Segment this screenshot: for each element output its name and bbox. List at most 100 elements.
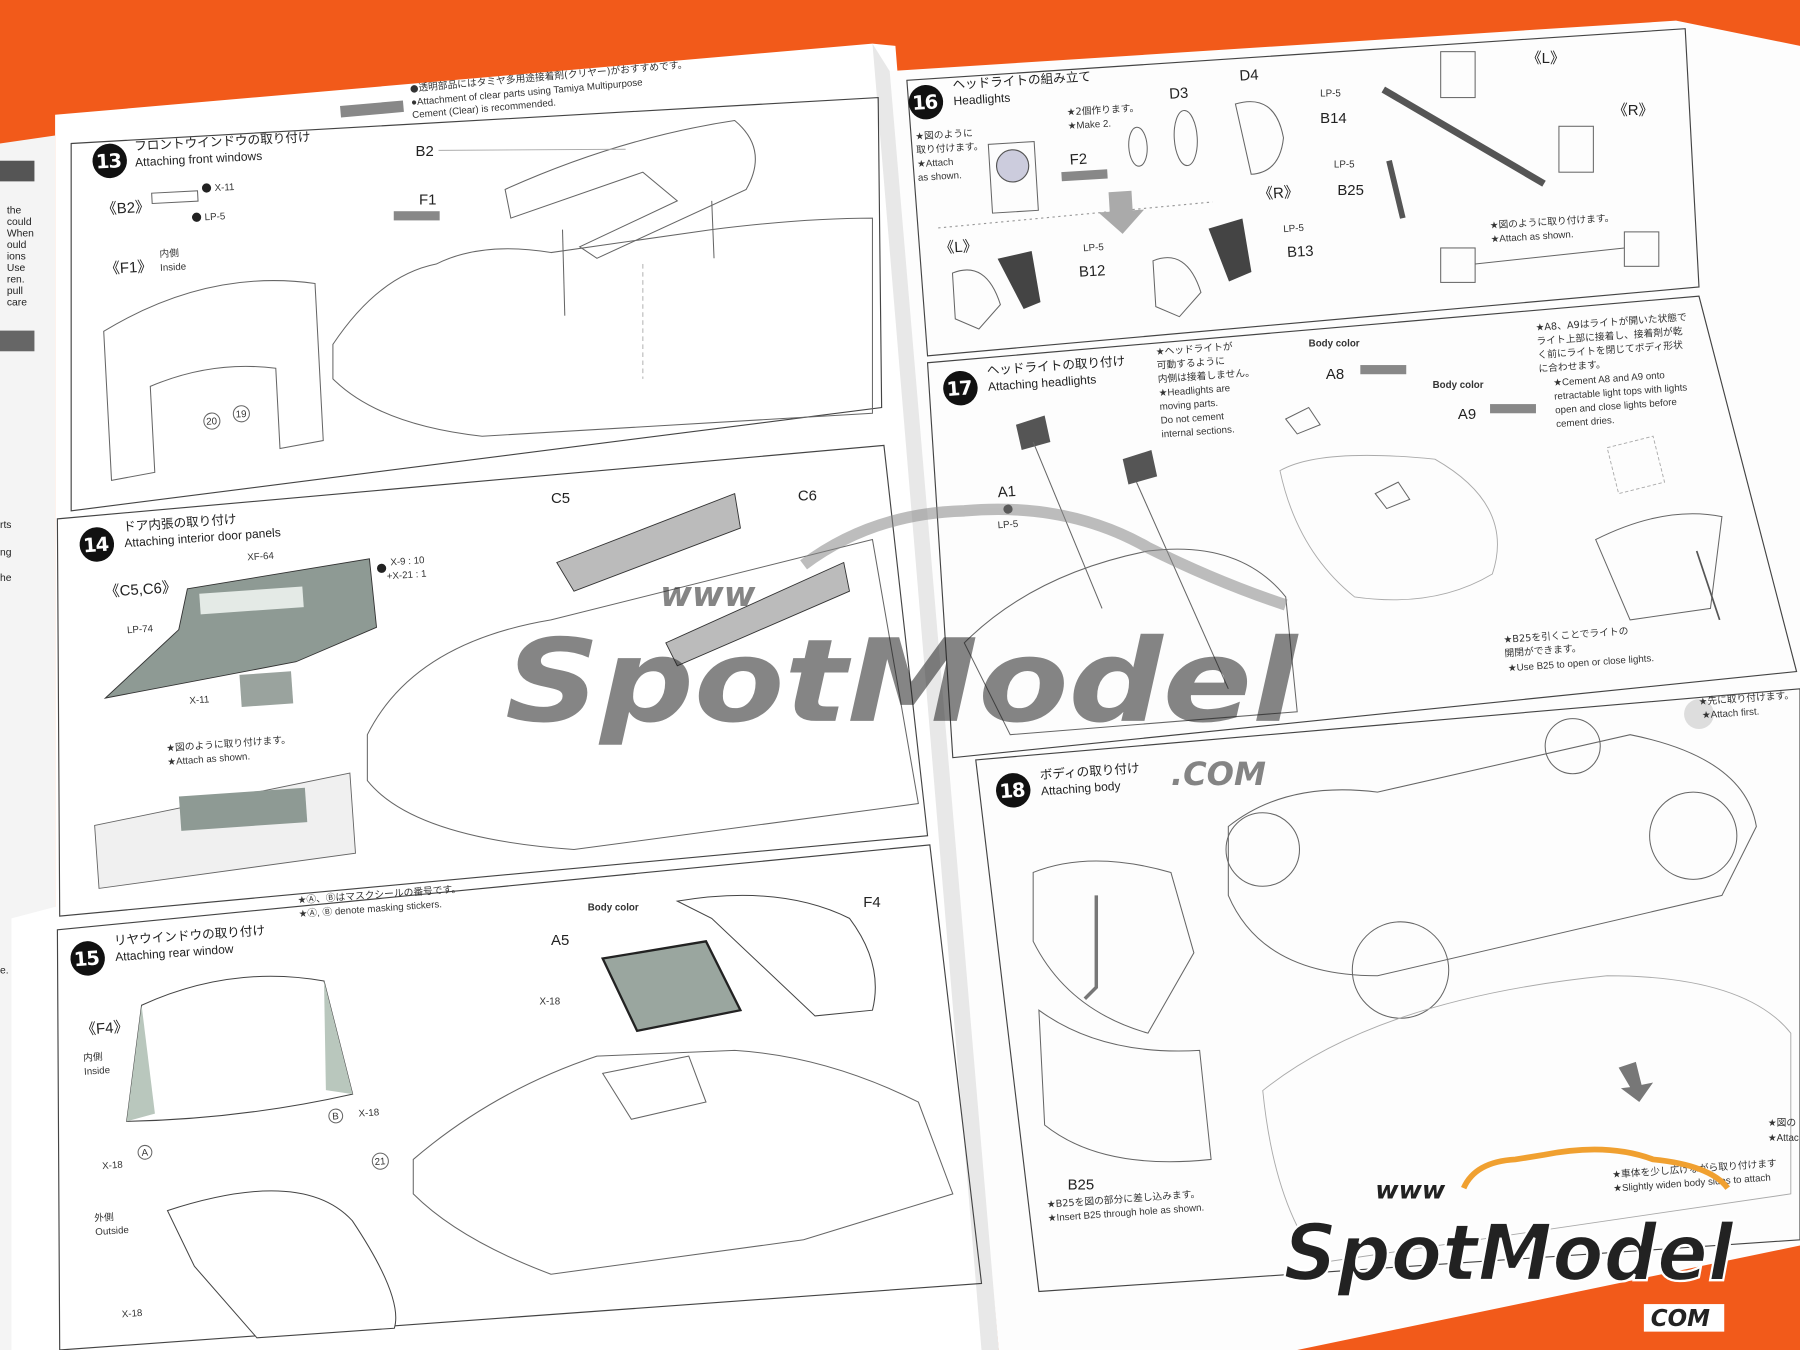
edge-text: Use <box>7 263 26 274</box>
step-number-badge <box>92 143 127 179</box>
wheel-drawing <box>1649 791 1738 880</box>
part-label-a5: A5 <box>551 932 569 949</box>
step-17-panel <box>926 295 1798 759</box>
f2-lens-drawing <box>1128 126 1148 167</box>
note-en: ★Make 2. <box>1067 119 1111 133</box>
arrow-down-icon <box>1618 1061 1654 1103</box>
note-en: ★Attac <box>1768 1133 1799 1144</box>
logo-www: www <box>1375 1175 1446 1204</box>
part-label-a8: A8 <box>1326 366 1344 383</box>
mask-number: 19 <box>235 409 246 421</box>
paint-code: LP-5 <box>1334 160 1355 171</box>
f1-window-drawing <box>103 280 324 481</box>
edge-text: ould <box>7 240 27 251</box>
part-label-a1: A1 <box>997 483 1016 501</box>
door-panel-trim <box>199 586 304 615</box>
note-en: internal sections. <box>1161 424 1235 440</box>
note-en: Do not cement <box>1160 411 1224 426</box>
cement-tube-icon <box>1061 169 1108 182</box>
paint-code: LP-5 <box>204 211 226 223</box>
step-16-panel <box>906 28 1700 357</box>
note-jp: ★2個作ります。 <box>1066 101 1139 118</box>
body-color-label: Body color <box>1433 380 1484 391</box>
d3-drawing <box>1173 110 1198 167</box>
b13-bracket-drawing <box>1208 218 1252 282</box>
step-number: 18 <box>999 778 1026 803</box>
a5-panel-drawing <box>600 940 743 1033</box>
part-label-a9: A9 <box>1458 406 1476 423</box>
right-page <box>889 20 1800 1350</box>
mask-number: 21 <box>374 1156 386 1168</box>
b25-rod-drawing <box>1083 895 1099 1000</box>
step-title-en: Attaching body <box>1040 779 1120 799</box>
part-label: 《F4》 <box>81 1019 129 1039</box>
step-title-jp: ボディの取り付け <box>1039 760 1140 782</box>
note-en: ★Headlights are <box>1158 383 1230 399</box>
handle-detail-drawing <box>239 671 294 707</box>
note-en: as shown. <box>918 170 962 184</box>
body-color-label: Body color <box>1309 339 1360 350</box>
edge-text: the <box>7 206 22 217</box>
paint-code: LP-5 <box>1283 223 1305 235</box>
paint-dot-icon <box>201 183 212 193</box>
part-label: 《C5,C6》 <box>104 579 177 601</box>
paint-code: X-18 <box>358 1107 379 1119</box>
paint-code: XF-64 <box>247 551 275 564</box>
step-18: 18 ボディの取り付け Attaching body <box>996 760 1140 808</box>
mask-sticker-icon <box>328 1108 344 1124</box>
step-title-en: Headlights <box>953 91 1011 108</box>
part-label-c6: C6 <box>798 488 817 505</box>
cement-tube-icon <box>1360 365 1407 375</box>
cement-tube-icon <box>1490 404 1536 414</box>
headlight-unit-r <box>1558 125 1594 173</box>
part-label: 《B2》 <box>101 199 150 218</box>
arrow-down-icon <box>1098 190 1145 234</box>
step-14-panel <box>56 444 929 917</box>
previous-page-dark-strip <box>0 160 35 182</box>
paint-code: LP-5 <box>1083 242 1105 254</box>
mask-sticker-icon <box>371 1152 389 1170</box>
note-en: moving parts. <box>1159 398 1218 413</box>
step-number: 16 <box>911 90 938 115</box>
spotmodel-watermark: www SpotModel .COM <box>505 503 1299 793</box>
note-jp: ★図の <box>1768 1117 1796 1129</box>
edge-text: rts <box>0 520 11 531</box>
part-label-f2: F2 <box>1069 151 1087 169</box>
edge-text: e. <box>0 965 9 976</box>
part-label-b25: B25 <box>1337 182 1364 199</box>
outside-label-jp: 外側 <box>94 1210 115 1224</box>
watermark-www: www <box>660 575 756 615</box>
step-16: 16 ヘッドライトの組み立て Headlights ★図のように 取り付けます。… <box>908 67 1314 330</box>
f4-rear-window-outside-drawing <box>166 1190 397 1339</box>
step-number-badge <box>943 370 978 406</box>
step-number: 14 <box>82 533 109 558</box>
headlight-front-view <box>987 141 1039 214</box>
edge-text: When <box>7 228 34 239</box>
paint-code: X-11 <box>214 182 234 194</box>
mask-sticker-icon <box>203 412 221 430</box>
step-number-badge <box>79 527 115 562</box>
edge-text: care <box>7 297 27 308</box>
step-15-panel <box>56 844 983 1350</box>
part-label-b2: B2 <box>416 143 434 160</box>
step-14-car-drawing: C5 C6 <box>366 488 919 851</box>
part-label-f1: F1 <box>419 191 436 208</box>
logo-com: COM <box>1651 1306 1710 1332</box>
edge-text: ng <box>0 548 12 559</box>
watermark-car-outline <box>800 503 1288 611</box>
wheel-drawing <box>1544 718 1601 775</box>
note-en: ★Attach <box>917 157 954 170</box>
side-label-left: 《L》 <box>939 238 978 257</box>
inside-label-en: Inside <box>84 1065 111 1078</box>
part-label-b12: B12 <box>1078 262 1106 281</box>
note-jp: ★図のように <box>915 127 973 142</box>
part-label-f4: F4 <box>863 894 880 911</box>
step-number: 17 <box>946 376 973 401</box>
edge-text: ren. <box>7 274 25 285</box>
part-label-d4: D4 <box>1239 67 1259 85</box>
step-number-badge <box>996 773 1031 808</box>
part-label-d3: D3 <box>1169 85 1189 103</box>
step-15-car-drawing: Body color A5 X-18 F4 <box>412 894 954 1275</box>
logo-car-outline <box>1461 1146 1730 1190</box>
